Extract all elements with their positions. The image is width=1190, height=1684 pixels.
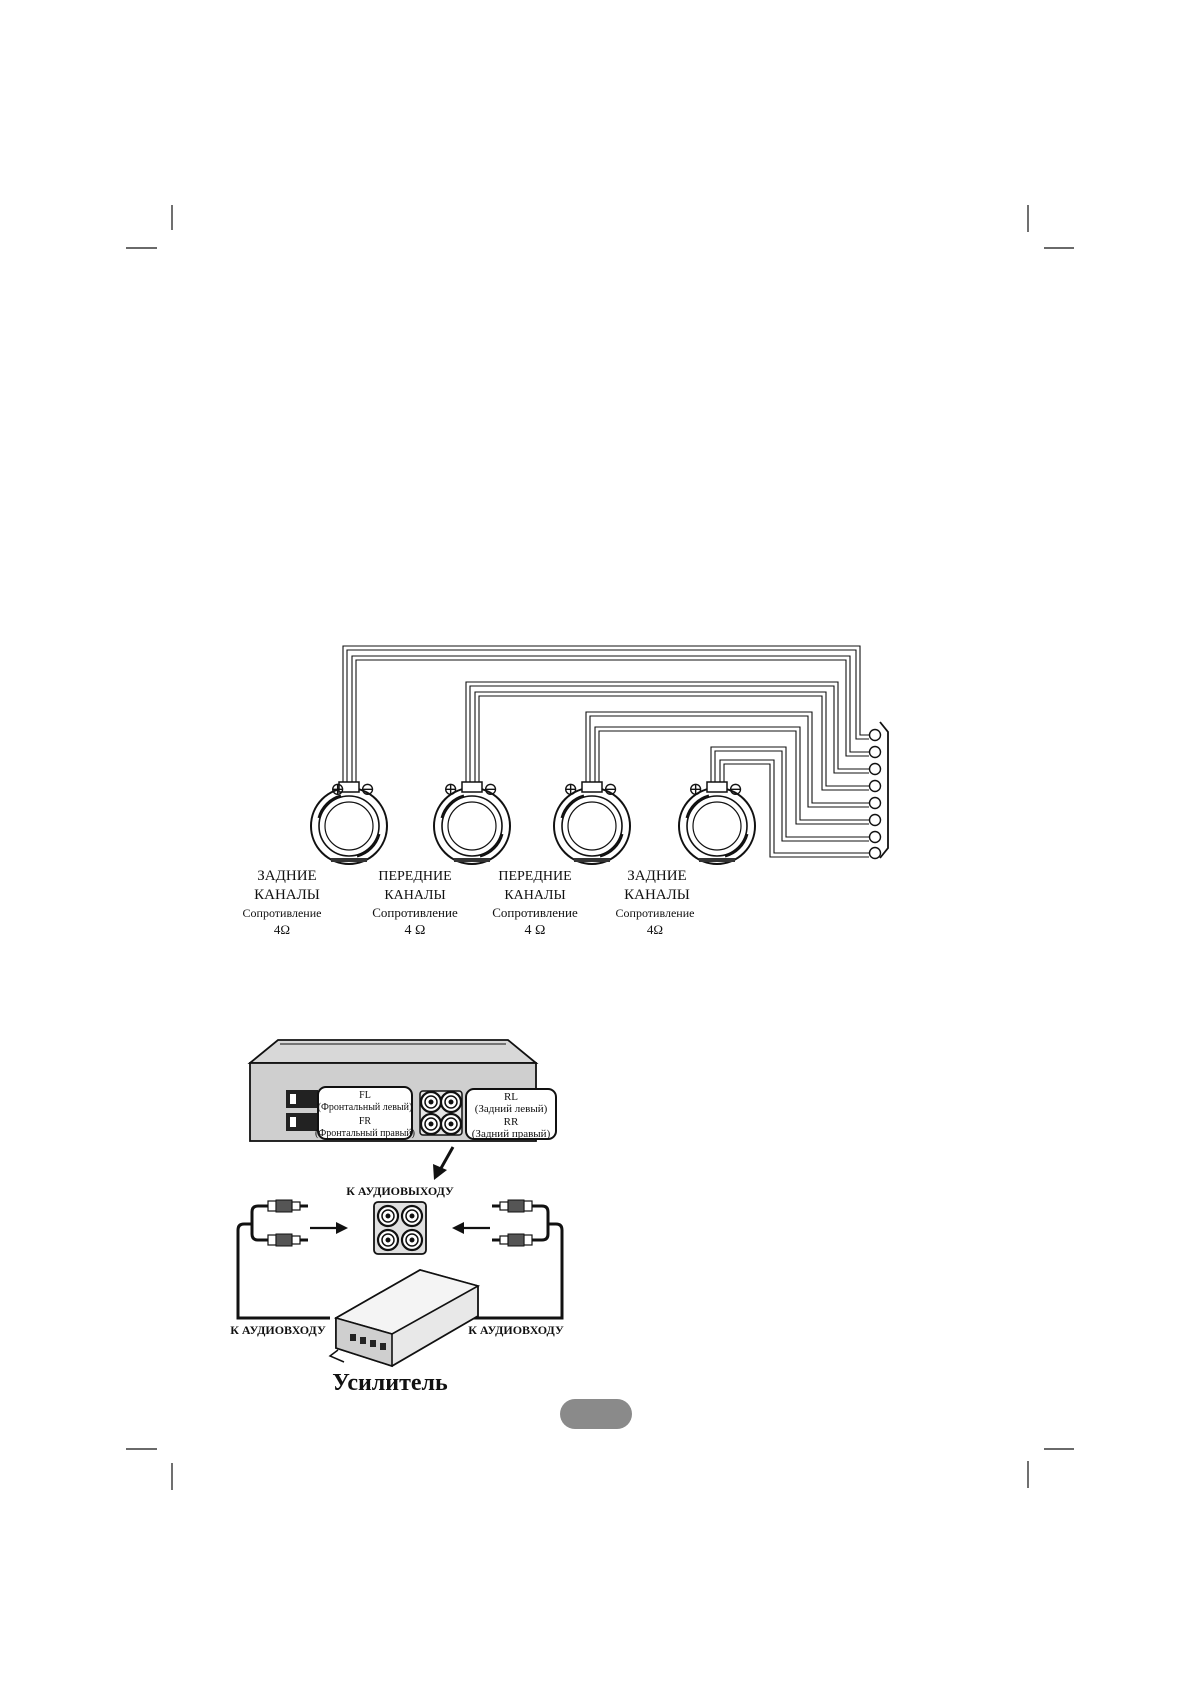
audio-out-label: К АУДИОВЫХОДУ: [346, 1184, 454, 1198]
rr-desc: (Задний правый): [472, 1128, 551, 1140]
svg-text:КАНАЛЫ: КАНАЛЫ: [254, 887, 320, 903]
svg-text:КАНАЛЫ: КАНАЛЫ: [504, 888, 565, 903]
speaker-label-front-right: ПЕРЕДНИЕ КАНАЛЫ Сопротивление 4 Ω: [492, 869, 578, 938]
svg-text:Сопротивление: Сопротивление: [492, 905, 578, 920]
svg-text:Сопротивление: Сопротивление: [372, 905, 458, 920]
minus-terminal: ⊖: [483, 779, 498, 799]
crop-marks: [126, 205, 1074, 1490]
minus-terminal: ⊖: [603, 779, 618, 799]
fr-desc: (Фронтальный правый): [315, 1128, 415, 1139]
pointer-arrow: [433, 1146, 455, 1180]
head-unit-rear: FL (Фронтальный левый) FR (Фронтальный п…: [247, 1039, 557, 1142]
plus-terminal: ⊕: [563, 779, 578, 799]
svg-text:ЗАДНИЕ: ЗАДНИЕ: [627, 868, 686, 884]
speaker-front-left: ⊕ ⊖: [432, 779, 512, 866]
head-unit-connector: [868, 721, 889, 860]
svg-text:4 Ω: 4 Ω: [525, 923, 546, 938]
speaker-label-rear-left: ЗАДНИЕ КАНАЛЫ Сопротивление 4Ω: [243, 868, 322, 937]
svg-text:4Ω: 4Ω: [274, 922, 290, 937]
right-arrow: [452, 1222, 490, 1234]
speaker-label-front-left: ПЕРЕДНИЕ КАНАЛЫ Сопротивление 4 Ω: [372, 869, 458, 938]
rca-cable-left: [236, 1199, 330, 1320]
left-arrow: [310, 1222, 348, 1234]
minus-terminal: ⊖: [360, 779, 375, 799]
audio-in-left-label: К АУДИОВХОДУ: [230, 1323, 326, 1337]
speaker-label-rear-right: ЗАДНИЕ КАНАЛЫ Сопротивление 4Ω: [616, 868, 695, 937]
svg-text:Сопротивление: Сопротивление: [243, 906, 322, 920]
svg-text:4 Ω: 4 Ω: [405, 923, 426, 938]
rca-cable-right: [468, 1199, 564, 1320]
amplifier-connection-diagram: FL (Фронтальный левый) FR (Фронтальный п…: [230, 1039, 564, 1396]
fr-label: FR: [359, 1116, 372, 1127]
svg-text:КАНАЛЫ: КАНАЛЫ: [624, 887, 690, 903]
svg-text:4Ω: 4Ω: [647, 922, 663, 937]
speaker-front-right: ⊕ ⊖: [552, 779, 632, 866]
fl-desc: (Фронтальный левый): [318, 1102, 413, 1113]
rl-desc: (Задний левый): [475, 1103, 548, 1115]
minus-terminal: ⊖: [728, 779, 743, 799]
svg-text:ПЕРЕДНИЕ: ПЕРЕДНИЕ: [378, 869, 451, 884]
svg-text:Сопротивление: Сопротивление: [616, 906, 695, 920]
amplifier-unit: [328, 1269, 481, 1368]
svg-text:ПЕРЕДНИЕ: ПЕРЕДНИЕ: [498, 869, 571, 884]
rr-label: RR: [504, 1116, 519, 1128]
speaker-rear-right: ⊕ ⊖: [677, 779, 757, 866]
speaker-wires: [342, 645, 869, 858]
svg-text:КАНАЛЫ: КАНАЛЫ: [384, 888, 445, 903]
svg-text:ЗАДНИЕ: ЗАДНИЕ: [257, 868, 316, 884]
rl-label: RL: [504, 1091, 518, 1103]
speaker-rear-left: ⊕ ⊖: [309, 779, 389, 866]
plus-terminal: ⊕: [330, 779, 345, 799]
speaker-wiring-diagram: ⊕ ⊖ ⊕ ⊖ ⊕ ⊖ ⊕ ⊖ ЗАДНИЕ КАНАЛЫ Сопротивле…: [243, 645, 889, 938]
page-number-badge: [560, 1399, 632, 1429]
audio-output-jacks: [373, 1201, 427, 1255]
fl-label: FL: [359, 1090, 371, 1101]
amplifier-label: Усилитель: [332, 1370, 448, 1396]
plus-terminal: ⊕: [443, 779, 458, 799]
plus-terminal: ⊕: [688, 779, 703, 799]
audio-in-right-label: К АУДИОВХОДУ: [468, 1323, 564, 1337]
